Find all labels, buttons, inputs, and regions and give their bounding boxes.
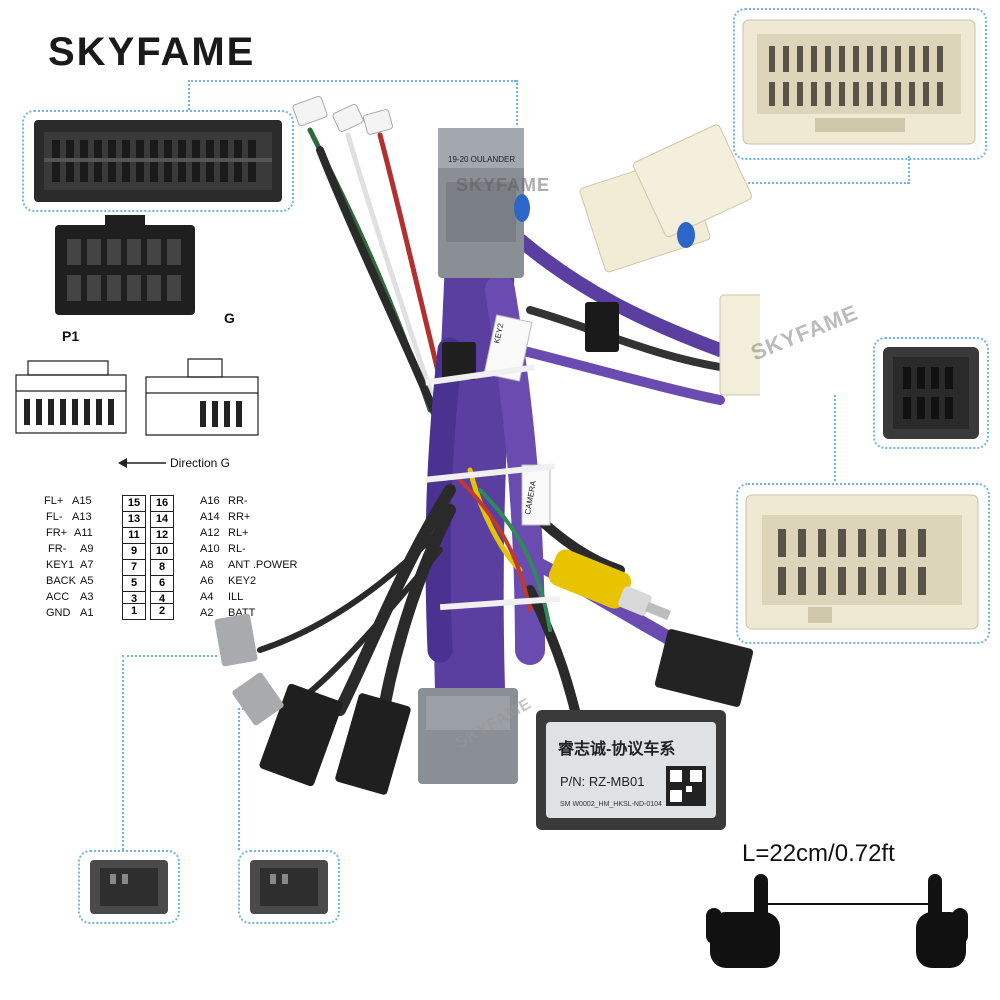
pin-code-a6: A6 (200, 575, 214, 587)
p1-label: P1 (62, 328, 80, 344)
callout-line-bottom-left-v (122, 655, 124, 850)
watermark-2: SKYFAME (747, 299, 862, 366)
connector-line-drawings (15, 358, 259, 436)
main-connector-bottom (418, 688, 518, 784)
connector-closeup-small-1 (90, 860, 168, 914)
pin-box-5: 5 (122, 575, 146, 592)
pin-name-back: BACK (46, 575, 76, 587)
pin-code-a2: A2 (200, 607, 214, 619)
connector-closeup-cream-large (745, 494, 979, 630)
pin-box-2: 2 (150, 603, 174, 620)
connector-callout-bottom-left-1 (78, 850, 180, 924)
watermark-1: SKYFAME (456, 175, 551, 195)
pin-box-6: 6 (150, 575, 174, 592)
connector-callout-top-right (733, 8, 987, 160)
pin-box-10: 10 (150, 543, 174, 560)
callout-line-bottom-left-2h (238, 708, 248, 710)
callout-line-top-left-v (188, 80, 190, 110)
pin-name-acc: ACC (46, 591, 70, 603)
pin-box-15: 15 (122, 495, 146, 512)
svg-text:P/N: RZ-MB01: P/N: RZ-MB01 (560, 774, 645, 789)
length-label: L=22cm/0.72ft (742, 840, 895, 867)
svg-text:SM W0002_HM_HKSL-ND-0104: SM W0002_HM_HKSL-ND-0104 (560, 801, 662, 808)
svg-text:睿志诚-协议车系: 睿志诚-协议车系 (558, 739, 675, 758)
length-indicator (706, 874, 968, 968)
callout-line-bottom-left-2v (238, 708, 240, 850)
connector-callout-right-large (736, 483, 990, 644)
connector-closeup-cream (742, 19, 976, 145)
callout-line-top-right-v (908, 156, 910, 184)
rca-yellow-connector (548, 549, 671, 621)
pin-code-a10: A10 (200, 543, 220, 555)
pin-code-a14: A14 (200, 511, 220, 523)
connector-closeup-24pin (34, 120, 282, 202)
wire-tag-key2: KEY2 (483, 314, 533, 382)
pin-code-a16: A16 (200, 495, 220, 507)
pin-code-a1: A1 (80, 607, 94, 619)
main-connector-top: 19-20 OULANDER (438, 128, 524, 278)
svg-text:KEY2: KEY2 (492, 322, 505, 344)
callout-line-top-right (733, 182, 909, 184)
pin-box-14: 14 (150, 511, 174, 528)
pin-box-9: 9 (122, 543, 146, 560)
pin-name-rl-minus: RL- (228, 543, 246, 555)
pin-code-a13: A13 (72, 511, 92, 523)
iso-connector-front (55, 215, 195, 315)
pin-code-a8: A8 (200, 559, 214, 571)
connector-callout-bottom-left-2 (238, 850, 340, 924)
callout-line-top-left (188, 80, 516, 82)
connector-callout-top-left (22, 110, 294, 212)
connector-callout-right-small (873, 337, 989, 449)
pin-box-7: 7 (122, 559, 146, 576)
pin-name-key2: KEY2 (228, 575, 257, 587)
direction-arrow-icon (118, 458, 166, 468)
hand-left-icon (706, 874, 780, 968)
pin-code-a12: A12 (200, 527, 220, 539)
wiring-harness-photo: 19-20 OULANDER KEY2 CAMERA (214, 95, 760, 830)
g-label: G (224, 310, 235, 326)
pin-box-12: 12 (150, 527, 174, 544)
pin-name-ant-power: ANT .POWER (228, 559, 298, 571)
pin-box-1: 1 (122, 603, 146, 620)
pinout-diagram: FL+ A15 15 16 A16 RR- FL- A13 13 14 A14 … (20, 495, 320, 620)
pin-name-key1: KEY1 (46, 559, 75, 571)
pin-code-a4: A4 (200, 591, 214, 603)
connector-closeup-small-black (883, 347, 979, 439)
svg-text:19-20 OULANDER: 19-20 OULANDER (448, 155, 515, 164)
pin-code-a15: A15 (72, 495, 92, 507)
pin-box-11: 11 (122, 527, 146, 544)
brand-logo: SKYFAME (48, 30, 256, 74)
pin-box-13: 13 (122, 511, 146, 528)
pin-code-a11: A11 (74, 527, 93, 539)
decoder-module: 睿志诚-协议车系 P/N: RZ-MB01 SM W0002_HM_HKSL-N… (536, 710, 726, 830)
pin-box-8: 8 (150, 559, 174, 576)
callout-line-right-mid (834, 395, 836, 485)
pin-code-a3: A3 (80, 591, 94, 603)
pin-code-a9: A9 (80, 543, 94, 555)
pin-name-fr-minus: FR- (48, 543, 67, 555)
pin-code-a7: A7 (80, 559, 94, 571)
pin-name-rl-plus: RL+ (228, 527, 249, 539)
pin-name-rr-plus: RR+ (228, 511, 251, 523)
small-white-plugs (292, 95, 393, 135)
pin-box-16: 16 (150, 495, 174, 512)
pin-name-fl-minus: FL- (46, 511, 63, 523)
wire-tag-camera: CAMERA (521, 464, 551, 526)
pin-name-fr-plus: FR+ (46, 527, 68, 539)
pin-code-a5: A5 (80, 575, 94, 587)
callout-line-top-left-v2 (516, 80, 518, 125)
connector-closeup-small-2 (250, 860, 328, 914)
cream-connectors-upper-right (579, 124, 760, 396)
pin-name-rr-minus: RR- (228, 495, 248, 507)
pin-name-fl-plus: FL+ (44, 495, 64, 507)
pin-name-ill: ILL (228, 591, 244, 603)
hand-right-icon (916, 874, 968, 968)
pin-name-gnd: GND (46, 607, 71, 619)
direction-g-label: Direction G (170, 456, 231, 470)
callout-line-bottom-left-h (122, 655, 217, 657)
